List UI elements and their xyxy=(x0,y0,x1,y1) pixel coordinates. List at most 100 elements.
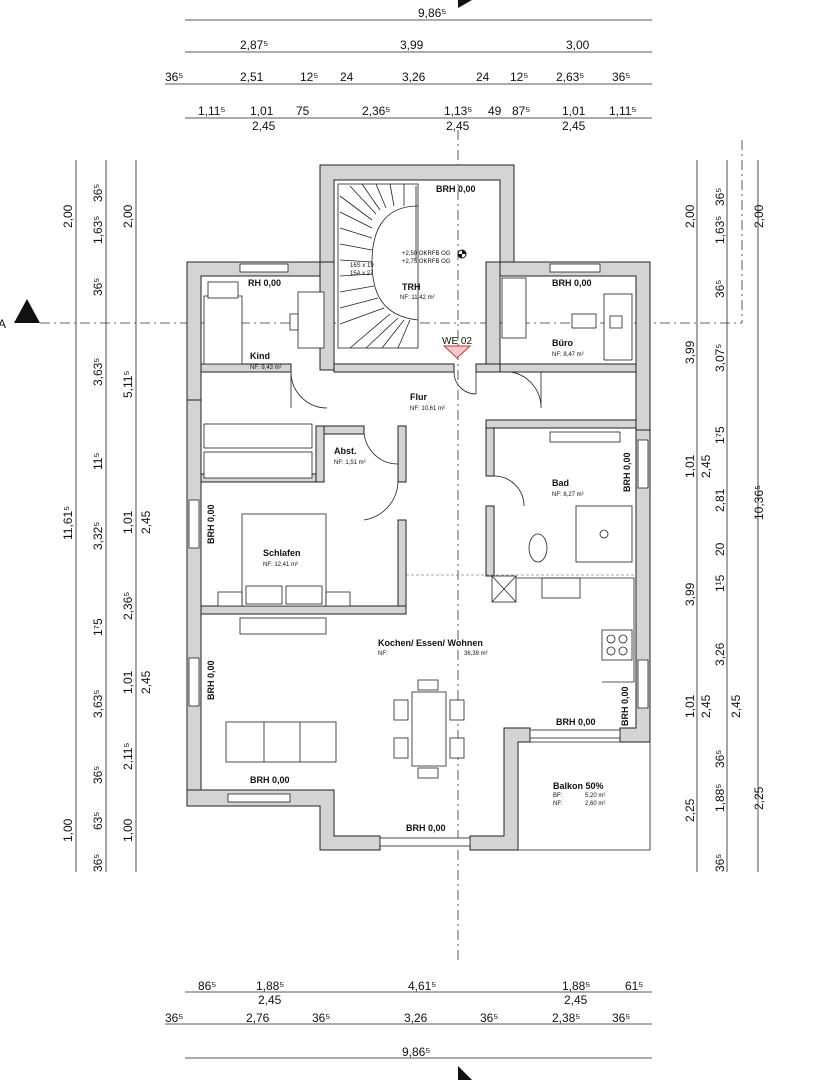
dim-top-r3-3: 12⁵ xyxy=(300,70,318,84)
dim-bottom-r3-6: 2,38⁵ xyxy=(552,1011,580,1025)
kochen-nf-value: 36,39 m² xyxy=(464,651,488,657)
dim-top-r2-2: 3,99 xyxy=(400,38,424,52)
furniture xyxy=(203,277,635,779)
svg-text:1,88⁵: 1,88⁵ xyxy=(713,784,727,812)
svg-text:36⁵: 36⁵ xyxy=(91,278,105,296)
dim-top-r3-4: 24 xyxy=(340,70,354,84)
dim-bottom-r1-4: 1,88⁵ xyxy=(562,979,590,993)
dim-top-r3-7: 12⁵ xyxy=(510,70,528,84)
abst-name: Abst. xyxy=(334,446,357,456)
brh-buero: BRH 0,00 xyxy=(552,278,592,288)
brh-trh: BRH 0,00 xyxy=(436,184,476,194)
trh-name: TRH xyxy=(402,282,421,292)
svg-text:2,00: 2,00 xyxy=(61,204,75,228)
section-marker-top xyxy=(458,0,472,8)
dim-top-r3-2: 2,51 xyxy=(240,70,264,84)
svg-text:3,63⁵: 3,63⁵ xyxy=(91,358,105,386)
svg-text:10,36⁵: 10,36⁵ xyxy=(752,485,766,520)
entrance-label: WE 02 xyxy=(442,336,472,347)
dim-top-r4-3: 75 xyxy=(296,104,310,118)
dim-bottom-r1-2: 1,88⁵ xyxy=(256,979,284,993)
bad-name: Bad xyxy=(552,478,569,488)
balkon-bf-label: BF: xyxy=(553,793,563,799)
dim-bottom-r2-2: 2,45 xyxy=(564,993,588,1007)
dim-top-r4-8: 1,01 xyxy=(562,104,586,118)
svg-text:2,45: 2,45 xyxy=(729,694,743,718)
brh-wohnen-bottom: BRH 0,00 xyxy=(250,775,290,785)
svg-text:1,01: 1,01 xyxy=(683,454,697,478)
flur-area: NF: 10,61 m² xyxy=(410,406,445,412)
kochen-nf-label: NF: xyxy=(378,651,388,657)
svg-text:3,63⁵: 3,63⁵ xyxy=(91,690,105,718)
balkon-name: Balkon 50% xyxy=(553,781,604,791)
svg-text:1¹5: 1¹5 xyxy=(713,574,727,592)
brh-schlafen: BRH 0,00 xyxy=(206,504,216,544)
dim-top-r3-9: 36⁵ xyxy=(612,70,630,84)
dim-top-r2-1: 2,87⁵ xyxy=(240,38,268,52)
svg-text:1,01: 1,01 xyxy=(683,694,697,718)
dim-top-r3-8: 2,63⁵ xyxy=(556,70,584,84)
svg-text:2,00: 2,00 xyxy=(683,204,697,228)
dimensions-left xyxy=(75,160,137,872)
trh-stair-1: 16S x 19 xyxy=(350,263,374,269)
brh-wohnen-side: BRH 0,00 xyxy=(206,660,216,700)
dim-bottom-r2-1: 2,45 xyxy=(258,993,282,1007)
svg-text:2,81: 2,81 xyxy=(713,488,727,512)
dimensions-bottom xyxy=(165,991,652,1059)
dim-top-r5-1: 2,45 xyxy=(252,119,276,133)
bad-area: NF: 8,27 m² xyxy=(552,492,584,498)
trh-area: NF: 11,42 m² xyxy=(400,295,435,301)
svg-text:36⁵: 36⁵ xyxy=(713,280,727,298)
section-marker-left xyxy=(14,299,40,323)
svg-text:11⁵: 11⁵ xyxy=(91,453,105,470)
dim-top-total: 9,86⁵ xyxy=(418,6,446,20)
dim-bottom-r3-4: 3,26 xyxy=(404,1011,428,1025)
balkon-nf-value: 2,60 m² xyxy=(585,801,605,807)
trh-level-2: +2,75 OKRFB OG xyxy=(402,259,451,265)
svg-text:2,00: 2,00 xyxy=(752,204,766,228)
svg-text:2,25: 2,25 xyxy=(752,786,766,810)
schlafen-name: Schlafen xyxy=(263,548,301,558)
windows xyxy=(188,263,649,847)
svg-text:1⁷5: 1⁷5 xyxy=(713,426,727,444)
svg-text:3,32⁵: 3,32⁵ xyxy=(91,522,105,550)
svg-text:2,00: 2,00 xyxy=(121,204,135,228)
svg-text:3,99: 3,99 xyxy=(683,582,697,606)
kind-area: NF: 9,43 m² xyxy=(250,365,282,371)
dim-top-r5-3: 2,45 xyxy=(562,119,586,133)
svg-text:3,99: 3,99 xyxy=(683,340,697,364)
brh-balkon-top: BRH 0,00 xyxy=(556,717,596,727)
dimensions-right xyxy=(696,160,759,872)
svg-text:2,36⁵: 2,36⁵ xyxy=(121,592,135,620)
svg-text:11,61⁵: 11,61⁵ xyxy=(61,506,75,540)
buero-area: NF: 8,47 m² xyxy=(552,352,584,358)
section-marker-bottom xyxy=(458,1066,472,1080)
dimensions-top xyxy=(165,19,652,119)
svg-text:1,00: 1,00 xyxy=(61,818,75,842)
svg-text:1,00: 1,00 xyxy=(121,818,135,842)
section-marker-label: A xyxy=(0,317,6,331)
brh-bad: BRH 0,00 xyxy=(622,452,632,492)
abst-area: NF: 1,51 m² xyxy=(334,460,366,466)
balkon-nf-label: NF: xyxy=(553,801,563,807)
dim-top-r4-9: 1,11⁵ xyxy=(609,104,636,118)
dim-top-r3-6: 24 xyxy=(476,70,490,84)
schlafen-area: NF: 12,41 m² xyxy=(263,562,298,568)
balkon-bf-value: 5,20 m² xyxy=(585,793,605,799)
buero-name: Büro xyxy=(552,338,573,348)
svg-text:1,63⁵: 1,63⁵ xyxy=(713,216,727,244)
flur-name: Flur xyxy=(410,392,427,402)
dim-bottom-r3-1: 36⁵ xyxy=(165,1011,183,1025)
dim-bottom-r1-5: 61⁵ xyxy=(625,979,643,993)
brh-kitchen-side: BRH 0,00 xyxy=(620,686,630,726)
svg-text:20: 20 xyxy=(713,542,727,556)
svg-text:36⁵: 36⁵ xyxy=(713,854,727,872)
svg-text:36⁵: 36⁵ xyxy=(713,188,727,206)
trh-level-1: +2,50 OKRFB OG xyxy=(402,251,451,257)
svg-text:63⁵: 63⁵ xyxy=(91,812,105,830)
svg-text:1,01: 1,01 xyxy=(121,670,135,694)
dim-right-labels: 2,00 3,99 1,01 3,99 1,01 2,25 2,45 2,45 … xyxy=(683,188,766,872)
dim-top-r4-1: 1,11⁵ xyxy=(198,104,225,118)
dim-top-r4-2: 1,01 xyxy=(250,104,274,118)
